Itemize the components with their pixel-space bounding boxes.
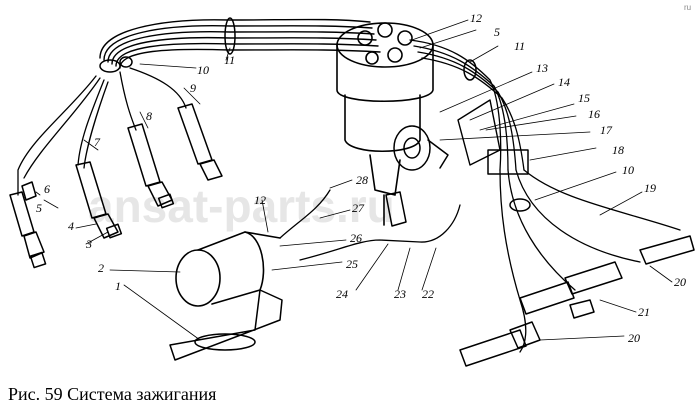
callout-13: 13 [536, 61, 548, 75]
figure-caption: Рис. 59 Система зажигания [8, 384, 217, 404]
wire-clips-right [463, 59, 531, 212]
leader-lines [35, 19, 673, 341]
callout-labels: 1 2 3 4 5 6 7 8 9 10 11 12 5 11 13 14 15… [36, 11, 686, 345]
callout-18: 18 [612, 143, 624, 157]
callout-12-lower: 12 [254, 193, 266, 207]
callout-16: 16 [588, 107, 600, 121]
plug-boot-1 [9, 191, 47, 269]
callout-23: 23 [394, 287, 406, 301]
callout-9: 9 [190, 81, 196, 95]
callout-21: 21 [638, 305, 650, 319]
callout-28: 28 [356, 173, 368, 187]
callout-6: 6 [44, 182, 50, 196]
plug-boot-4 [177, 103, 223, 181]
vacuum-advance-unit [393, 125, 449, 171]
plug-boot-8 [459, 321, 541, 367]
coil-lead [279, 189, 461, 261]
callout-11-right: 11 [514, 39, 525, 53]
watermark-text: ansat-parts.ru [88, 180, 395, 232]
callout-1: 1 [115, 279, 121, 293]
callout-3: 3 [85, 237, 92, 251]
callout-5: 5 [36, 201, 42, 215]
callout-14: 14 [558, 75, 570, 89]
callout-27: 27 [352, 201, 365, 215]
plug-boot-3 [127, 123, 175, 209]
ignition-coil [175, 231, 281, 307]
wires-to-left-plugs [17, 67, 187, 196]
callout-12: 12 [470, 11, 482, 25]
callout-15: 15 [578, 91, 590, 105]
diagram-drawing: ansat-parts.ru [9, 3, 695, 367]
callout-19: 19 [644, 181, 656, 195]
plug-boot-6 [519, 261, 623, 315]
callout-11: 11 [224, 53, 235, 67]
callout-26: 26 [350, 231, 362, 245]
condenser [385, 191, 407, 227]
callout-24: 24 [336, 287, 348, 301]
wire-bundle-right [409, 39, 681, 353]
callout-2: 2 [98, 261, 104, 275]
callout-4: 4 [68, 219, 74, 233]
callout-10-right: 10 [622, 163, 634, 177]
coil-bracket [169, 289, 283, 361]
plug-boot-7 [569, 299, 595, 319]
wire-clips-left [99, 17, 236, 73]
callout-22: 22 [422, 287, 434, 301]
plug-boot-2 [21, 161, 123, 239]
bracket-right [457, 99, 501, 166]
corner-mark: ru [684, 3, 691, 12]
callout-17: 17 [600, 123, 613, 137]
callout-25: 25 [346, 257, 358, 271]
wire-bundle-left [99, 18, 381, 69]
callout-20-lower: 20 [628, 331, 640, 345]
callout-20: 20 [674, 275, 686, 289]
callout-7: 7 [94, 135, 101, 149]
callout-5-right: 5 [494, 25, 500, 39]
callout-10: 10 [197, 63, 209, 77]
plug-boot-5 [639, 235, 695, 265]
callout-8: 8 [146, 109, 152, 123]
